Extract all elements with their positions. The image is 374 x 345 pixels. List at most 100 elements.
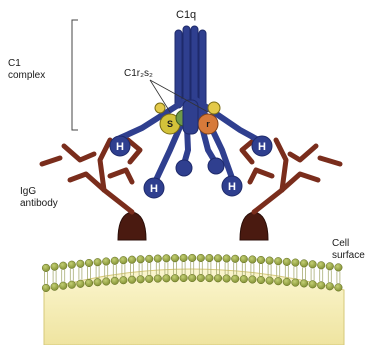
lipid-head-inner [128,276,136,284]
lipid-head-inner [231,275,239,283]
lipid-head-inner [68,281,76,289]
lipid-head-inner [180,274,188,282]
lipid-tail [328,270,331,282]
h-label-2: H [150,183,158,195]
lipid-head-inner [283,278,291,286]
lipid-head-inner [300,280,308,288]
lipid-head-outer [188,254,196,262]
igg-label-line2: antibody [20,198,58,209]
lipid-tail [320,269,323,281]
lipid-head-inner [102,278,110,286]
lipid-head-inner [197,274,205,282]
lipid-tail [96,266,99,278]
s-label: S [167,119,173,129]
lipid-head-outer [274,257,282,265]
lipid-head-inner [317,282,325,290]
lipid-tail [303,267,306,279]
lipid-head-outer [300,260,308,268]
lipid-head-outer [111,257,119,265]
lipid-head-outer [266,257,274,265]
lipid-head-outer [249,256,257,264]
h-label-5: H [258,141,266,153]
cell-surface-label-line1: Cell [332,238,349,249]
lipid-head-outer [42,264,50,272]
lipid-head-inner [171,274,179,282]
lipid-tail [294,267,297,279]
lipid-head-inner [77,280,85,288]
lipid-head-outer [335,264,343,272]
antigen-right [240,212,268,240]
lipid-head-outer [137,255,145,263]
lipid-head-inner [292,279,300,287]
lipid-tail [285,266,288,278]
lipid-head-inner [59,282,67,290]
c1-complex-label-line1: C1 [8,58,21,69]
lipid-tail [45,272,48,284]
lipid-head-inner [137,276,145,284]
c1s-subunit-small [155,103,165,113]
lipid-tail [79,268,82,280]
lipid-head-outer [128,256,136,264]
lipid-head-outer [68,261,76,269]
lipid-head-outer [77,260,85,268]
cell-surface-label-line2: surface [332,250,365,261]
lipid-head-outer [317,262,325,270]
antigen-left [118,212,146,240]
c1r-subunit-yellow [208,102,220,114]
lipid-head-inner [249,276,257,284]
lipid-head-inner [240,275,248,283]
lipid-head-inner [188,274,196,282]
lipid-tail [337,271,340,283]
lipid-head-outer [51,263,59,271]
cell [42,254,344,345]
lipid-head-outer [163,254,171,262]
lipid-tail [88,267,91,279]
lipid-head-outer [85,259,93,267]
c1r2s2-label: C1r₂s₂ [124,68,153,79]
lipid-head-outer [197,254,205,262]
lipid-head-inner [223,275,231,283]
lipid-head-inner [309,281,317,289]
igg-label-line1: IgG [20,186,36,197]
lipid-head-outer [94,258,102,266]
lipid-head-inner [85,279,93,287]
lipid-head-outer [214,254,222,262]
lipid-tail [62,270,65,282]
lipid-head-inner [326,283,334,291]
lipid-head-inner [274,277,282,285]
lipid-head-inner [214,275,222,283]
lipid-head-outer [223,255,231,263]
lipid-head-outer [240,255,248,263]
lipid-head-outer [231,255,239,263]
lipid-head-inner [206,274,214,282]
c1-complex-label-line2: complex [8,70,45,81]
lipid-head-inner [51,283,59,291]
c1q-head-3 [176,160,192,176]
lipid-head-inner [120,276,128,284]
lipid-head-inner [266,277,274,285]
lipid-head-inner [154,275,162,283]
lipid-head-outer [154,255,162,263]
lipid-head-outer [326,263,334,271]
lipid-head-inner [257,276,265,284]
r-label: r [206,119,210,129]
lipid-tail [311,268,314,280]
lipid-head-outer [309,261,317,269]
c1q-head-4 [208,158,224,174]
lipid-head-inner [94,278,102,286]
lipid-head-outer [257,256,265,264]
lipid-head-outer [102,258,110,266]
lipid-head-inner [145,275,153,283]
lipid-head-inner [42,284,50,292]
lipid-head-outer [145,255,153,263]
lipid-head-outer [292,259,300,267]
lipid-head-outer [180,254,188,262]
lipid-tail [53,271,56,283]
lipid-head-outer [59,262,67,270]
c1q-label: C1q [176,9,196,21]
lipid-head-outer [171,254,179,262]
lipid-head-inner [111,277,119,285]
lipid-head-outer [120,256,128,264]
lipid-head-outer [283,258,291,266]
